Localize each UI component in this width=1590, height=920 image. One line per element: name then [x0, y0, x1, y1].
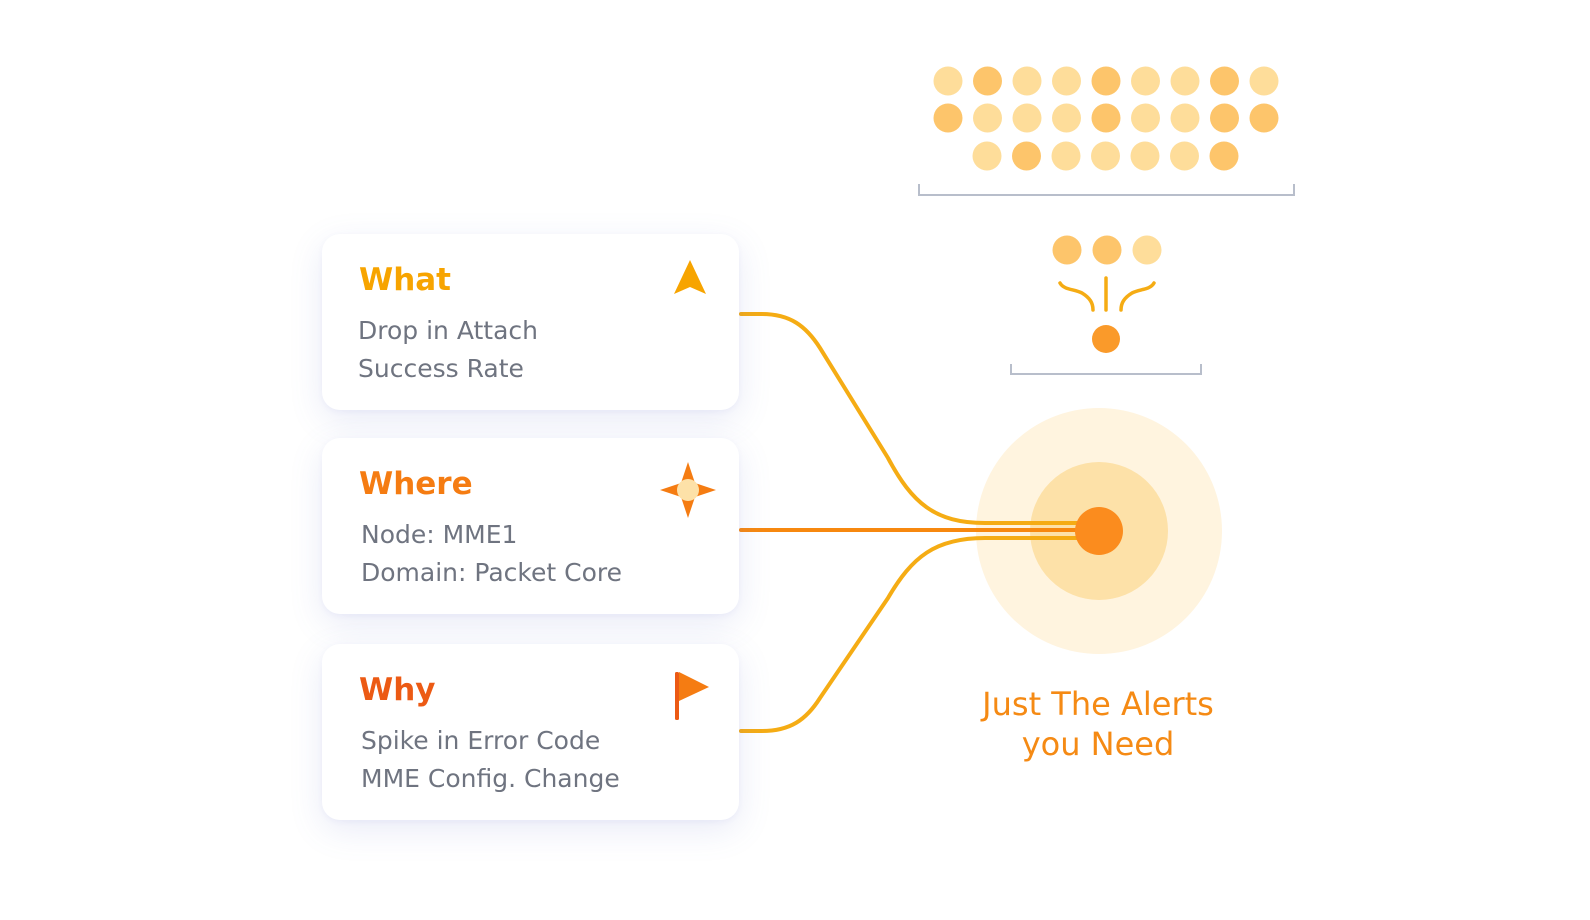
- card-why: Why Spike in Error Code MME Config. Chan…: [322, 644, 739, 820]
- card-what-line-2: Success Rate: [358, 354, 524, 383]
- card-where-line-1: Node: MME1: [361, 520, 518, 549]
- tagline: Just The Alerts you Need: [928, 684, 1268, 764]
- card-what: What Drop in Attach Success Rate: [322, 234, 739, 410]
- filtered-alert-dot: [1092, 235, 1122, 265]
- card-why-title: Why: [359, 672, 436, 708]
- alert-dot: [1170, 66, 1200, 96]
- grid-bracket: [918, 184, 1295, 196]
- alert-dot: [1131, 103, 1160, 133]
- navigation-arrow-icon: [674, 260, 706, 294]
- alert-dot: [1249, 103, 1279, 133]
- connector-why: [739, 536, 1100, 733]
- alert-dot: [1170, 141, 1199, 171]
- alert-dot: [972, 141, 1002, 171]
- alert-dot: [1209, 141, 1239, 171]
- alert-dot: [1249, 66, 1279, 96]
- card-why-line-2: MME Config. Change: [361, 764, 620, 793]
- alert-dot: [1130, 141, 1160, 171]
- card-what-body: Drop in Attach Success Rate: [358, 312, 538, 388]
- alert-dot: [1012, 66, 1042, 96]
- tagline-line-1: Just The Alerts: [982, 685, 1214, 723]
- alert-dot: [933, 66, 963, 96]
- alert-dot: [1052, 103, 1081, 133]
- alert-dot: [1052, 66, 1081, 96]
- tagline-line-2: you Need: [1021, 725, 1175, 763]
- card-what-line-1: Drop in Attach: [358, 316, 539, 345]
- result-bracket: [1010, 364, 1202, 375]
- alert-dot: [1012, 103, 1042, 133]
- card-why-body: Spike in Error Code MME Config. Change: [361, 722, 620, 798]
- alert-dot: [1091, 103, 1121, 133]
- alert-dot: [1091, 66, 1121, 96]
- alert-dots: [933, 66, 1279, 353]
- alert-dot: [1051, 141, 1081, 171]
- alert-dot: [973, 66, 1002, 96]
- card-where-title: Where: [359, 466, 473, 502]
- filtered-alert-dot: [1132, 235, 1162, 265]
- filtered-alert-dot: [1052, 235, 1082, 265]
- alert-dot: [1210, 66, 1239, 96]
- card-where: Where Node: MME1 Domain: Packet Core: [322, 438, 739, 614]
- alert-dot: [1210, 103, 1239, 133]
- alert-dot: [1012, 141, 1041, 171]
- alert-dot: [1170, 103, 1200, 133]
- card-why-line-1: Spike in Error Code: [361, 726, 601, 755]
- compass-star-icon: [660, 462, 716, 518]
- alert-dot: [973, 103, 1002, 133]
- connector-what: [739, 312, 1100, 525]
- alert-dot: [1131, 66, 1160, 96]
- flag-icon: [675, 672, 709, 720]
- card-what-title: What: [359, 262, 452, 298]
- alert-dot: [933, 103, 963, 133]
- alert-dot: [1091, 141, 1120, 171]
- funnel-lines: [1058, 276, 1156, 312]
- card-where-body: Node: MME1 Domain: Packet Core: [361, 516, 622, 592]
- card-where-line-2: Domain: Packet Core: [361, 558, 622, 587]
- result-alert-dot: [1092, 325, 1120, 353]
- alert-core-dot: [1075, 507, 1123, 555]
